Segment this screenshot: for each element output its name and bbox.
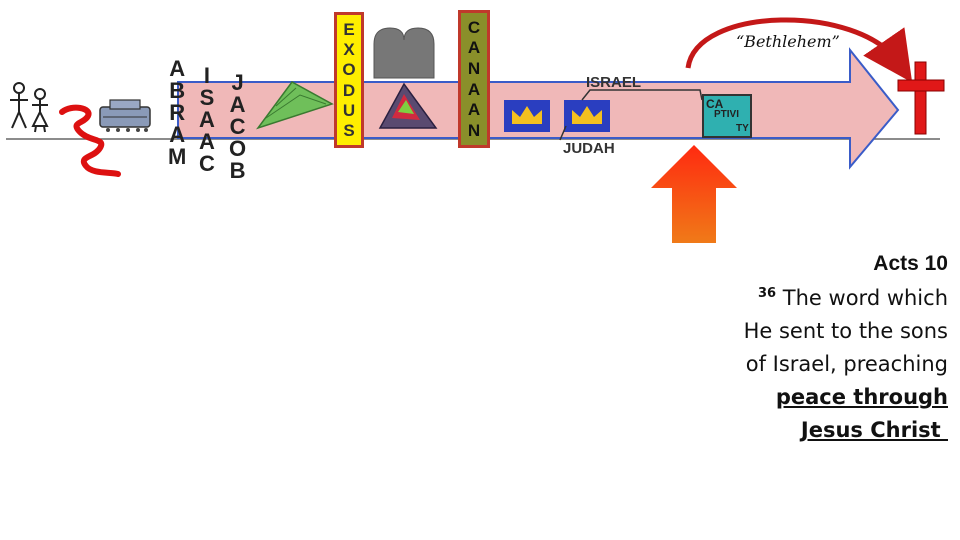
pyramid-icon — [256, 81, 334, 130]
isaac-letter: S — [199, 85, 215, 110]
jacob-letter: C — [229, 114, 246, 139]
exodus-letter: O — [342, 60, 356, 80]
verse-line-2: He sent to the sons — [743, 319, 948, 343]
stick-figures-icon — [10, 82, 49, 133]
abram-letter: R — [169, 100, 186, 125]
abram-letter: M — [168, 144, 187, 169]
israel-line — [581, 89, 703, 101]
exodus-letter: U — [342, 100, 356, 120]
verse-line-3: of Israel, preaching — [745, 352, 948, 376]
ark-icon — [99, 99, 151, 132]
captivity-text-1: CA — [706, 97, 724, 111]
canaan-letter: A — [467, 100, 481, 120]
tablets-icon — [373, 27, 435, 79]
crown-icon-2 — [564, 100, 610, 132]
captivity-text-3: TY — [736, 123, 749, 134]
jacob-letter: J — [231, 70, 244, 95]
verse-emphasis-1: peace through — [775, 385, 948, 409]
verse-reference: Acts 10 — [873, 252, 948, 275]
abram-letter: A — [169, 122, 186, 147]
canaan-letter: C — [467, 17, 481, 37]
canaan-letter: A — [467, 38, 481, 58]
cross-icon — [897, 61, 945, 135]
jacob-letter: O — [229, 136, 247, 161]
abram-letter: A — [169, 56, 186, 81]
isaac-letter: A — [199, 107, 215, 132]
bethlehem-label: “Bethlehem” — [736, 32, 840, 51]
exodus-letter: E — [343, 19, 355, 39]
verse-line-1: 36 The word which — [708, 282, 948, 315]
canaan-letter: N — [467, 121, 481, 141]
jacob-letter: B — [229, 158, 246, 183]
exodus-letter: S — [343, 121, 355, 141]
jacob-letter: A — [229, 92, 246, 117]
verse-text-1: The word which — [782, 286, 948, 310]
isaac-letter: C — [199, 151, 215, 176]
canaan-letter: A — [467, 79, 481, 99]
bethlehem-arrow — [685, 17, 913, 83]
exodus-letter: X — [343, 39, 355, 59]
abram-letter: B — [169, 78, 186, 103]
crown-icon-1 — [504, 100, 550, 132]
captivity-box: CA PTIVI TY — [702, 94, 752, 138]
mountain-icon — [378, 82, 438, 129]
serpent-icon — [59, 104, 121, 177]
captivity-text-2: PTIVI — [714, 109, 740, 120]
exodus-letter: D — [342, 80, 356, 100]
isaac-letter: I — [203, 63, 210, 88]
isaac-letter: A — [199, 129, 215, 154]
canaan-letter: N — [467, 59, 481, 79]
up-arrow — [651, 145, 737, 243]
verse-emphasis-2: Jesus Christ — [800, 418, 948, 442]
verse-number: 36 — [758, 286, 777, 301]
verse-block: Acts 10 36 The word which He sent to the… — [708, 252, 948, 447]
judah-line — [559, 125, 567, 141]
israel-label: ISRAEL — [586, 74, 642, 91]
judah-label: JUDAH — [563, 140, 615, 157]
